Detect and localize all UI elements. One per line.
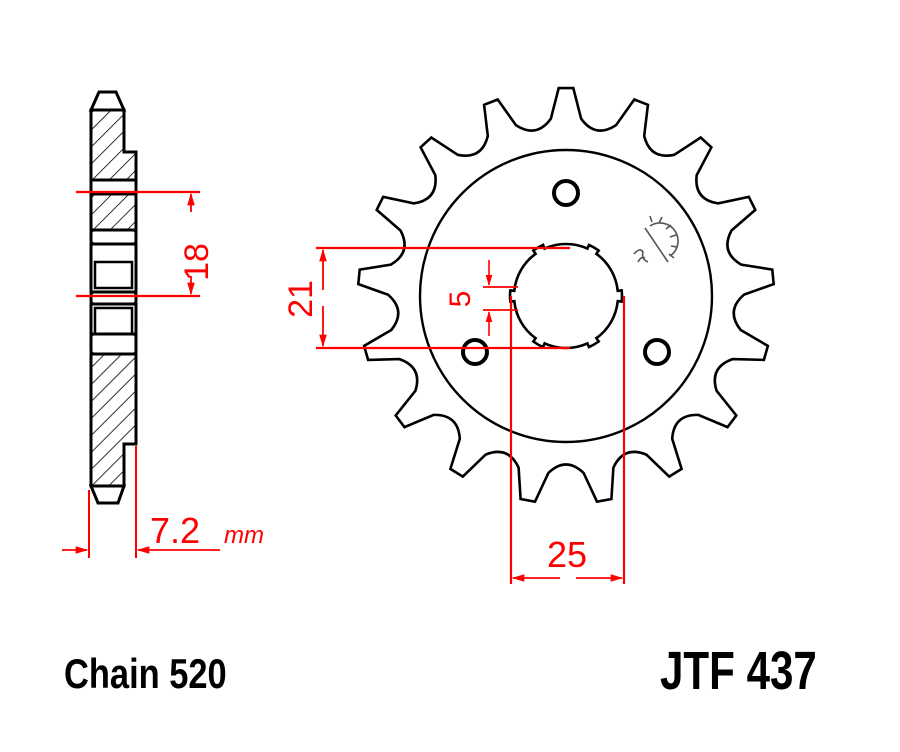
dimension-thickness: 18 (76, 190, 216, 298)
tooth-tip-bottom (88, 484, 127, 505)
spline-bore (508, 242, 624, 350)
maker-logo-icon (633, 215, 679, 263)
sprocket-front-view (356, 86, 776, 504)
part-number-label: JTF 437 (660, 641, 817, 701)
dimension-tooth-width: 7.2 mm (62, 446, 264, 558)
upper-hatched-section (89, 108, 138, 182)
dimension-spline-value: 5 (444, 291, 477, 308)
dimension-bore-diameter: 21 (282, 246, 570, 350)
bolt-hole-top (552, 179, 580, 207)
side-profile (88, 90, 138, 505)
dimension-spline-span: 25 (509, 296, 626, 584)
dimension-span-value: 25 (547, 534, 587, 575)
dimension-thickness-value: 18 (178, 243, 216, 281)
dimension-tooth-width-unit: mm (224, 522, 264, 549)
bolt-hole-right (643, 338, 671, 366)
hub-circle (418, 148, 714, 444)
dimension-tooth-width-value: 7.2 (150, 510, 200, 551)
lower-hatched-section (89, 352, 138, 488)
dimension-bore-value: 21 (282, 280, 320, 318)
bolt-hole-left (461, 338, 489, 366)
dimension-spline-width: 5 (444, 260, 518, 336)
chain-size-label: Chain 520 (64, 650, 227, 697)
tooth-tip-top (88, 90, 127, 112)
